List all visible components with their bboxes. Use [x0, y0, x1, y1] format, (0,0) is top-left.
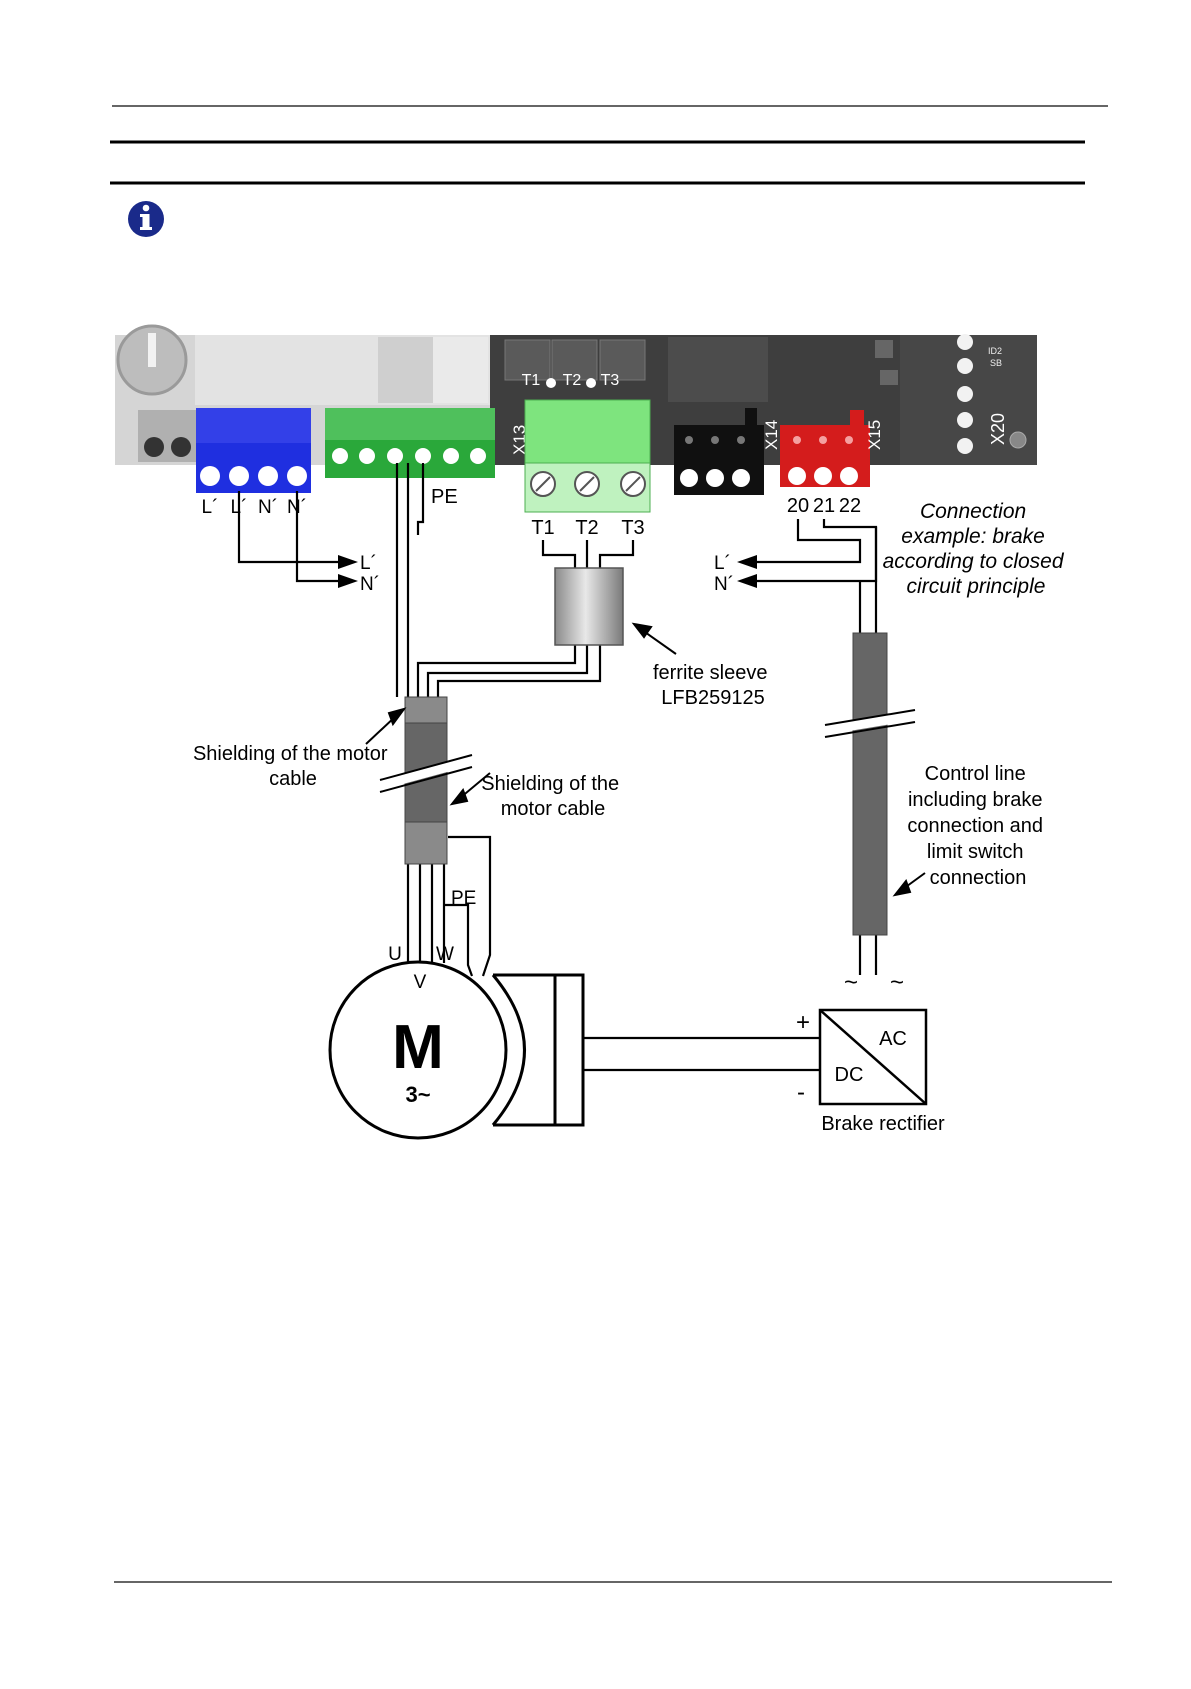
- x15-terminal-22: 22: [839, 495, 861, 517]
- tilde-2: ~: [890, 969, 904, 996]
- rectifier-dc: DC: [835, 1064, 864, 1086]
- blue-label-n1: N´: [258, 497, 278, 518]
- control-board: ID2 SB: [115, 324, 1037, 465]
- x20-label: X20: [988, 413, 1008, 445]
- shield-left-note: Shielding of the motor cable: [193, 743, 393, 790]
- x13-terminal-t1: T1: [531, 517, 554, 539]
- x14-label: X14: [762, 420, 781, 450]
- blue-terminal-block: [196, 408, 311, 493]
- green-pe-label: PE: [431, 486, 458, 508]
- x15-terminal-block: [780, 410, 870, 487]
- ferrite-sleeve: [554, 567, 624, 646]
- shield-right-note: Shielding of the motor cable: [481, 773, 624, 820]
- motor-letter: M: [392, 1013, 444, 1082]
- x15-terminal-21: 21: [813, 495, 835, 517]
- motor-cable-shield: [378, 696, 474, 865]
- x13-terminal-t3: T3: [621, 517, 644, 539]
- brake-l-label: L´: [714, 553, 731, 574]
- chip-label-1: ID2: [988, 346, 1002, 356]
- connection-example-note: Connection example: brake according to c…: [883, 500, 1070, 598]
- x13-terminal-block: [524, 399, 651, 513]
- rectifier-ac: AC: [879, 1028, 907, 1050]
- control-line-cable: [824, 632, 916, 936]
- x15-terminal-20: 20: [787, 495, 809, 517]
- wiring: [237, 463, 878, 1072]
- arrow-heads: [338, 555, 757, 588]
- brake-n-label: N´: [714, 574, 734, 595]
- board-terminal-t2: T2: [563, 372, 582, 389]
- info-icon: [128, 201, 164, 237]
- ferrite-sleeve-note: ferrite sleeve LFB259125: [653, 662, 773, 709]
- x15-label: X15: [865, 420, 884, 450]
- rectifier-plus: +: [796, 1009, 810, 1036]
- tilde-1: ~: [844, 969, 858, 996]
- board-terminal-t3: T3: [601, 372, 620, 389]
- rectifier-minus: -: [797, 1079, 805, 1106]
- w-label: W: [436, 944, 454, 965]
- board-t-pins: [546, 378, 596, 388]
- motor-phase: 3~: [405, 1082, 430, 1107]
- blue-label-l1: L´: [202, 497, 219, 518]
- green-terminal-block: [325, 408, 495, 478]
- x13-terminal-t2: T2: [575, 517, 598, 539]
- x13-label: X13: [510, 425, 529, 455]
- motor: [328, 960, 585, 1140]
- mains-n-label: N´: [360, 574, 380, 595]
- board-terminal-t1: T1: [522, 372, 541, 389]
- pointer-arrows: [365, 622, 926, 897]
- mains-l-label: L´: [360, 553, 377, 574]
- chip-label-2: SB: [990, 358, 1002, 368]
- brake-rectifier-label: Brake rectifier: [821, 1113, 945, 1135]
- brake-rectifier: [818, 1008, 928, 1106]
- pe-lower-label: PE: [451, 888, 476, 909]
- control-line-note: Control line including brake connection …: [907, 763, 1048, 889]
- x14-terminal-block: [674, 408, 764, 495]
- v-label: V: [414, 972, 427, 993]
- u-label: U: [388, 944, 402, 965]
